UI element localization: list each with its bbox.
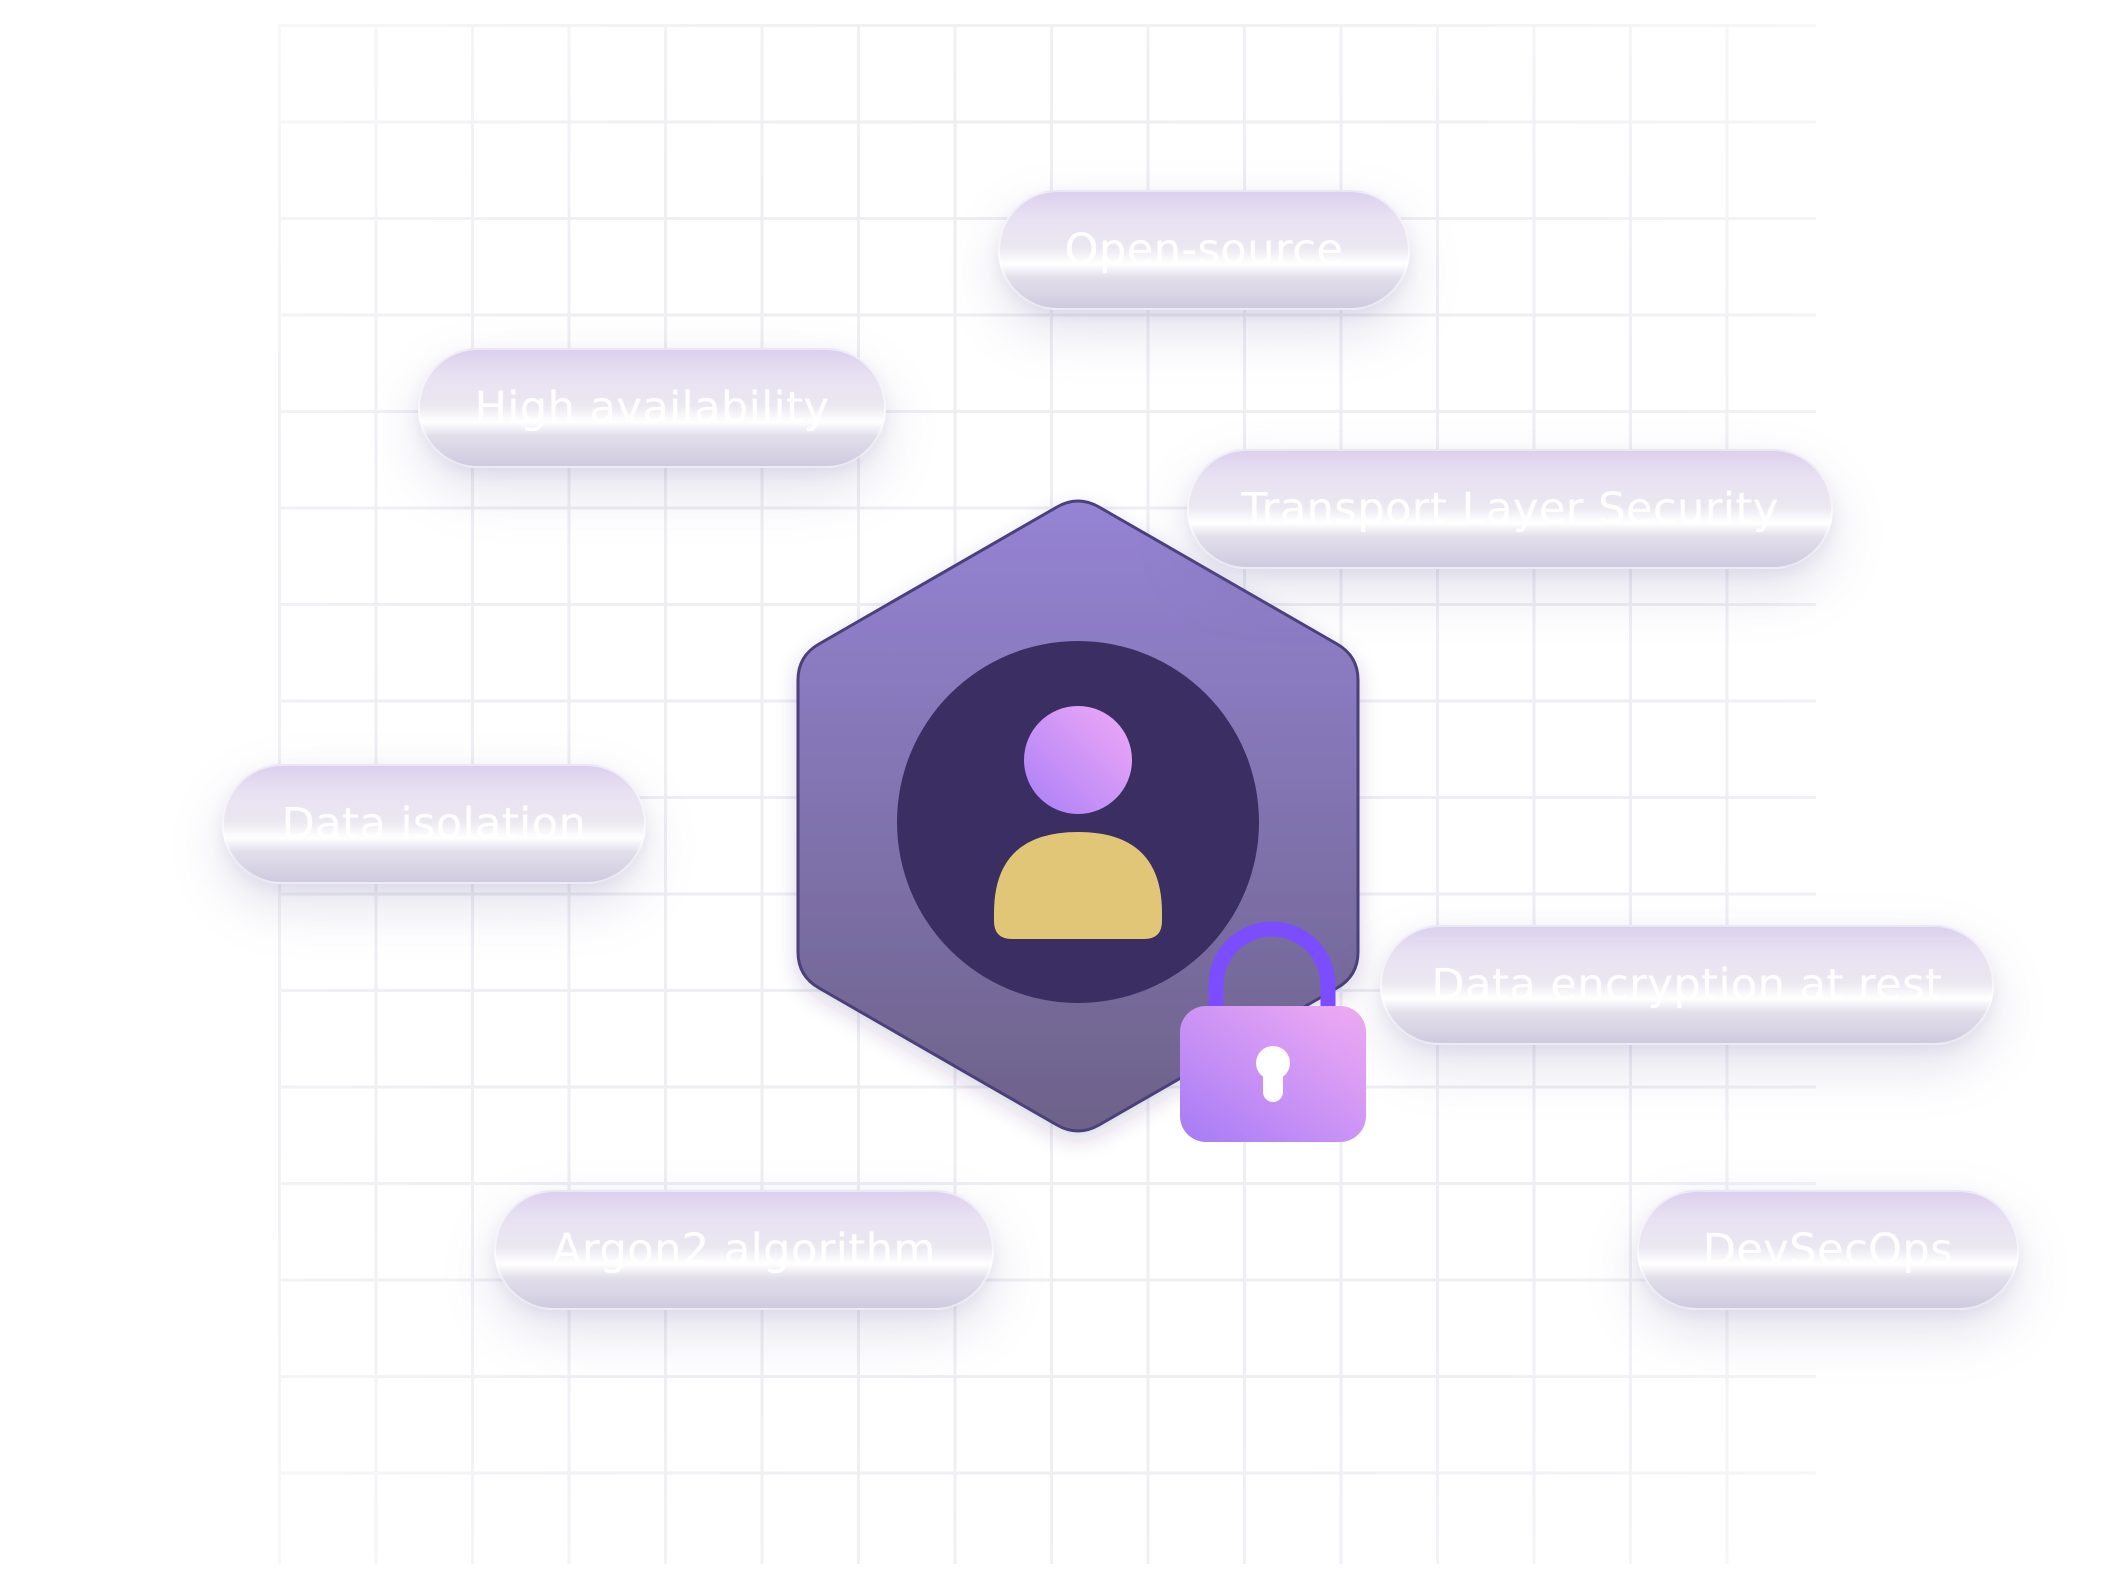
tag-label: Open-source: [1064, 225, 1344, 275]
tag-transport-layer-security: Transport Layer Security: [1187, 449, 1833, 569]
tag-label: High availability: [474, 383, 830, 433]
tag-high-availability: High availability: [418, 348, 886, 468]
tag-label: Data encryption at rest: [1431, 960, 1943, 1010]
tag-data-isolation: Data isolation: [222, 764, 646, 884]
tag-label: Transport Layer Security: [1241, 484, 1779, 534]
tag-label: Data isolation: [281, 799, 587, 849]
padlock-shackle: [1208, 921, 1336, 1013]
tag-argon2-algorithm: Argon2 algorithm: [494, 1190, 994, 1310]
padlock-icon: [1180, 921, 1366, 1142]
keyhole-slot: [1263, 1067, 1283, 1102]
user-avatar-icon: [897, 641, 1259, 1003]
keyhole-icon: [1256, 1046, 1290, 1080]
tag-label: DevSecOps: [1702, 1225, 1954, 1275]
tag-data-encryption-at-rest: Data encryption at rest: [1380, 925, 1994, 1045]
tag-devsecops: DevSecOps: [1637, 1190, 2019, 1310]
tag-label: Argon2 algorithm: [552, 1225, 936, 1275]
avatar-head: [1024, 706, 1132, 814]
tag-open-source: Open-source: [998, 190, 1410, 310]
avatar-body: [994, 832, 1162, 939]
avatar-circle: [897, 641, 1259, 1003]
